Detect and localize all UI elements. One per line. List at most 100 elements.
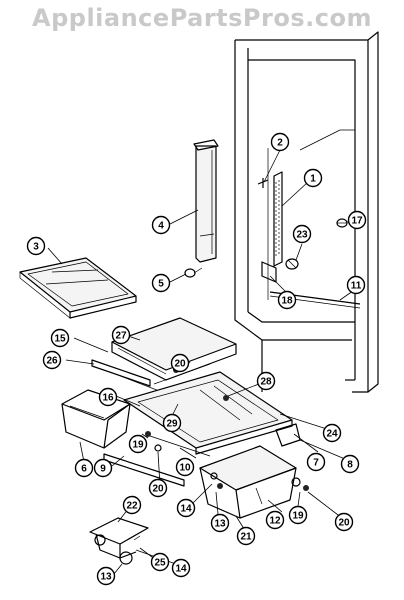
callout-c19b: 19	[288, 505, 308, 525]
callout-circle	[50, 328, 70, 348]
callout-label: 20	[174, 359, 186, 370]
part-6-pan	[61, 389, 131, 449]
callout-c29: 29	[162, 413, 182, 433]
callout-circle	[346, 275, 366, 295]
callout-label: 11	[351, 281, 362, 292]
callout-label: 14	[180, 504, 192, 515]
leader-lines	[47, 149, 361, 575]
cabinet-liner	[234, 31, 379, 393]
callout-c13a: 13	[210, 513, 230, 533]
part-4-duct	[193, 139, 219, 263]
callout-circle	[277, 290, 297, 310]
callout-label: 25	[154, 558, 166, 569]
callout-circle	[292, 224, 312, 244]
callout-circle	[122, 495, 142, 515]
part-23-clip	[285, 258, 299, 270]
callout-circle	[151, 215, 171, 235]
callout-label: 29	[166, 419, 178, 430]
watermark: AppliancePartsPros.com	[32, 4, 372, 32]
callout-circle	[150, 552, 170, 572]
callout-circle	[151, 273, 171, 293]
callout-label: 10	[179, 463, 191, 474]
callout-circle	[74, 458, 94, 478]
callout-c27: 27	[111, 325, 131, 345]
callout-label: 28	[260, 377, 272, 388]
callout-label: 18	[281, 296, 293, 307]
callout-c11: 11	[346, 275, 366, 295]
callout-label: 22	[126, 501, 138, 512]
callout-label: 4	[158, 221, 164, 232]
callout-circle	[98, 387, 118, 407]
callout-label: 7	[313, 458, 319, 469]
callout-c26: 26	[42, 350, 62, 370]
roller-assembly	[89, 517, 149, 565]
callout-circle	[26, 236, 46, 256]
callout-label: 3	[33, 242, 39, 253]
part-1-rail	[273, 171, 283, 267]
callout-circle	[306, 452, 326, 472]
callout-circle	[334, 512, 354, 532]
callout-label: 21	[240, 532, 252, 543]
callout-c16: 16	[98, 387, 118, 407]
callout-c24: 24	[322, 423, 342, 443]
callout-label: 8	[347, 460, 353, 471]
callout-label: 20	[338, 518, 350, 529]
callout-c15: 15	[50, 328, 70, 348]
callout-circle	[270, 132, 290, 152]
callout-circle	[340, 454, 360, 474]
callout-label: 26	[46, 356, 58, 367]
callout-c25: 25	[150, 552, 170, 572]
callout-label: 2	[277, 138, 283, 149]
callout-c22: 22	[122, 495, 142, 515]
callout-label: 19	[132, 440, 144, 451]
callout-circle	[93, 458, 113, 478]
callout-c10: 10	[175, 457, 195, 477]
callout-circle	[288, 505, 308, 525]
callout-c7: 7	[306, 452, 326, 472]
callout-circle	[42, 350, 62, 370]
callout-circle	[322, 423, 342, 443]
callout-label: 14	[175, 564, 187, 575]
callout-c14b: 14	[171, 558, 191, 578]
callout-c12: 12	[265, 510, 285, 530]
callout-label: 24	[326, 429, 338, 440]
callout-c8: 8	[340, 454, 360, 474]
callout-circle	[265, 510, 285, 530]
callout-circle	[176, 498, 196, 518]
callout-label: 17	[351, 216, 363, 227]
callout-c19a: 19	[128, 434, 148, 454]
callout-circle	[128, 434, 148, 454]
callout-circle	[303, 168, 323, 188]
callout-label: 27	[115, 331, 127, 342]
part-5-fastener	[184, 267, 203, 278]
callout-circle	[347, 210, 367, 230]
callout-label: 15	[54, 334, 66, 345]
part-12-drawer	[199, 445, 297, 519]
part-15-26-rails	[91, 359, 163, 393]
callout-c20c: 20	[334, 512, 354, 532]
callout-c23: 23	[292, 224, 312, 244]
callout-circle	[170, 353, 190, 373]
callout-circle	[175, 457, 195, 477]
callout-circle	[111, 325, 131, 345]
callout-c6: 6	[74, 458, 94, 478]
callout-c18: 18	[277, 290, 297, 310]
callout-label: 12	[269, 516, 281, 527]
callout-label: 16	[102, 393, 114, 404]
callout-c9: 9	[93, 458, 113, 478]
callout-label: 1	[310, 174, 316, 185]
callout-c2: 2	[270, 132, 290, 152]
callout-c4: 4	[151, 215, 171, 235]
part-17-nut	[336, 218, 348, 228]
callout-circle	[256, 371, 276, 391]
callout-c5: 5	[151, 273, 171, 293]
callout-c1: 1	[303, 168, 323, 188]
callout-label: 5	[158, 279, 164, 290]
callout-label: 19	[292, 511, 304, 522]
callout-c20b: 20	[148, 478, 168, 498]
callout-circle	[210, 513, 230, 533]
callout-c17: 17	[347, 210, 367, 230]
part-3-shelf	[19, 257, 137, 319]
